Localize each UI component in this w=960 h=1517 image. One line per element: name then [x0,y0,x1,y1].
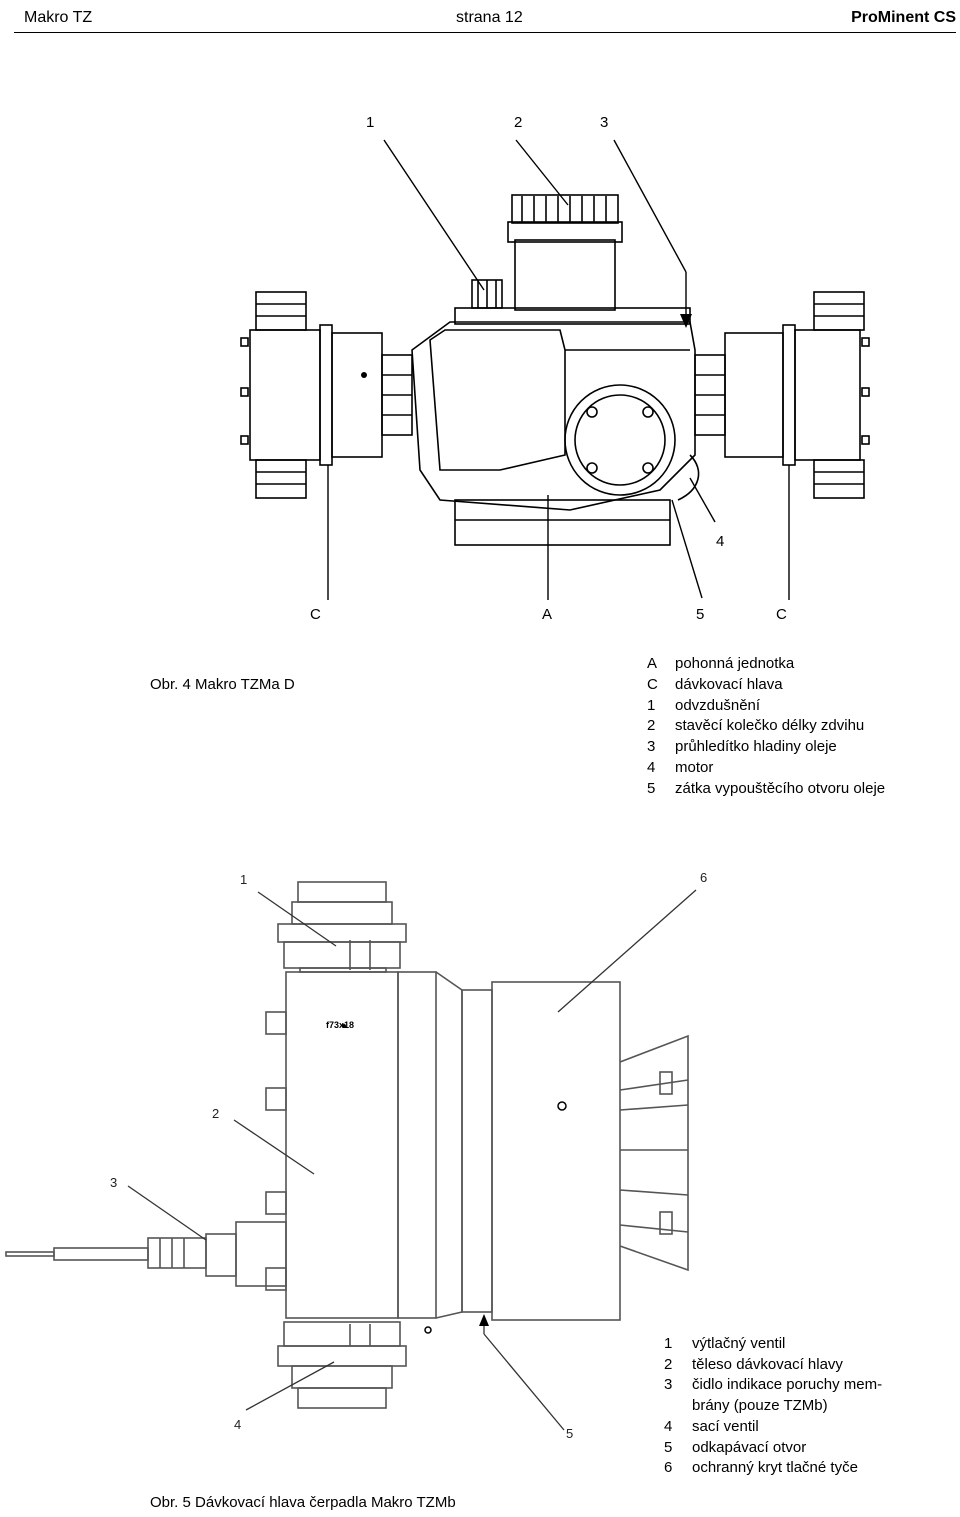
legend-text: dávkovací hlava [675,675,783,693]
page-header: Makro TZ strana 12 ProMinent CS [14,6,956,30]
header-page-number: strana 12 [456,9,523,26]
legend-key: 4 [664,1417,673,1435]
legend-text: výtlačný ventil [692,1335,786,1352]
legend-text: ochranný kryt tlačné tyče [692,1459,858,1477]
fig4-callout-a: A [542,606,553,623]
legend-key: A [647,655,658,672]
header-rule [14,32,956,33]
legend-key: 3 [664,1376,673,1394]
legend-text: brány (pouze TZMb) [692,1397,828,1415]
legend-item: 4 motor [647,758,885,779]
fig5-engraving: f73x18 [326,1020,354,1030]
figure4-pump-drawing [240,139,870,600]
header-brand: ProMinent CS [851,9,956,26]
legend-key: 6 [664,1459,673,1477]
legend-item: 3 průhledítko hladiny oleje [647,737,885,758]
fig4-callout-5: 5 [696,606,705,623]
legend-item: 1 odvzdušnění [647,696,885,717]
fig5-callout-1: 1 [240,872,248,887]
header-doc-title: Makro TZ [24,9,93,26]
legend-text: odkapávací otvor [692,1438,807,1456]
legend-item: 2 těleso dávkovací hlavy [664,1355,882,1376]
fig4-callout-2: 2 [514,114,523,131]
legend-text: těleso dávkovací hlavy [692,1355,843,1373]
fig5-callout-3: 3 [110,1175,118,1190]
legend-key: 1 [647,696,656,714]
fig5-callout-5: 5 [566,1426,574,1441]
legend-item: 3 čidlo indikace poruchy mem- [664,1375,882,1396]
legend-key: 2 [647,717,656,735]
legend-text: stavěcí kolečko délky zdvihu [675,717,865,735]
legend-key: 5 [647,779,656,797]
legend-text: pohonná jednotka [675,655,795,672]
fig5-callout-6: 6 [700,870,708,885]
legend-text: zátka vypouštěcího otvoru oleje [675,779,886,797]
fig4-callout-3: 3 [600,114,609,131]
fig4-callout-1: 1 [366,114,375,131]
fig4-callout-c-left: C [310,606,321,623]
fig5-callout-2: 2 [212,1106,220,1121]
fig4-callout-4: 4 [716,533,725,550]
legend-item: brány (pouze TZMb) [664,1396,882,1417]
legend-key [664,1396,692,1417]
legend-key: C [647,675,658,693]
legend-item: 4 sací ventil [664,1417,882,1438]
fig5-legend: 1 výtlačný ventil 2 těleso dávkovací hlavy… [664,1334,882,1479]
fig4-callout-c-right: C [776,606,787,623]
legend-item: 1 výtlačný ventil [664,1334,882,1355]
legend-text: odvzdušnění [675,696,761,714]
legend-text: čidlo indikace poruchy mem- [692,1376,883,1394]
legend-item: 2 stavěcí kolečko délky zdvihu [647,716,885,737]
legend-text: motor [675,758,714,776]
legend-text: sací ventil [692,1417,759,1435]
legend-item: 6 ochranný kryt tlačné tyče [664,1458,882,1479]
legend-item: 5 zátka vypouštěcího otvoru oleje [647,779,885,800]
fig5-callout-4: 4 [234,1417,242,1432]
legend-item: 5 odkapávací otvor [664,1438,882,1459]
fig4-caption: Obr. 4 Makro TZMa D [150,676,295,693]
legend-key: 2 [664,1355,673,1373]
legend-key: 4 [647,758,656,776]
fig5-caption: Obr. 5 Dávkovací hlava čerpadla Makro TZ… [150,1494,456,1511]
legend-text: průhledítko hladiny oleje [675,738,837,756]
legend-key: 3 [647,738,656,756]
legend-key: 5 [664,1438,673,1456]
legend-key: 1 [664,1335,673,1352]
